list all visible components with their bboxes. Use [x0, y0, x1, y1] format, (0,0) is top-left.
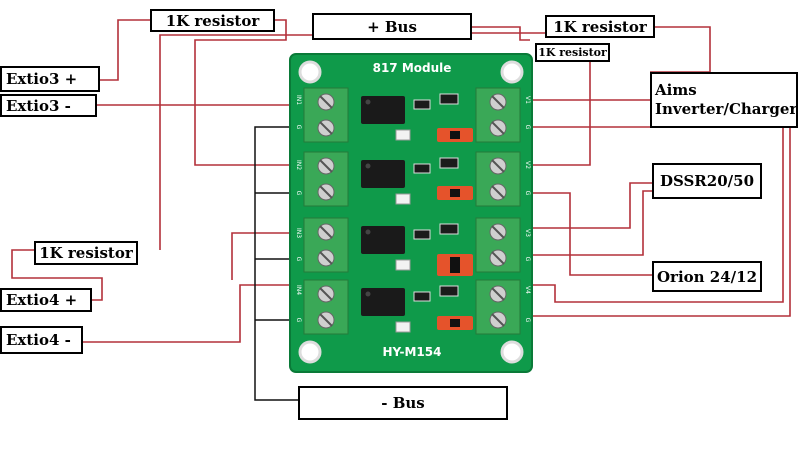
input-pin-label: G: [295, 257, 302, 262]
board-channels: [303, 87, 521, 335]
jumper-cap: [450, 319, 460, 327]
screw-slot: [319, 121, 333, 135]
chip-notch: [365, 99, 371, 105]
resistor-label-top-right: 1K resistor: [545, 15, 655, 38]
extio4-plus-label: Extio4 +: [0, 288, 92, 312]
smd-resistor: [439, 157, 459, 169]
input-pin-label: IN2: [295, 160, 302, 170]
wire-bus-plus-to-res-left: [159, 34, 312, 250]
smd-resistor: [413, 291, 431, 302]
smd-resistor: [439, 285, 459, 297]
resistor-label-small: 1K resistor: [535, 43, 610, 62]
extio3-plus-label: Extio3 +: [0, 66, 100, 92]
wire-v3-to-dssr: [520, 182, 652, 229]
wire-extio3-plus: [100, 19, 150, 81]
wire-res-left-to-extio4: [11, 249, 103, 301]
negative-bus-label: - Bus: [298, 386, 508, 420]
jumper-cap: [450, 257, 460, 273]
mounting-hole: [500, 340, 524, 364]
screw-slot: [319, 185, 333, 199]
output-pin-label: G: [524, 257, 531, 262]
output-pin-label: V2: [524, 161, 531, 169]
mounting-hole: [500, 60, 524, 84]
wire-res-top-left-to-in2: [194, 19, 300, 166]
screw-slot: [491, 95, 505, 109]
output-pin-label: V1: [524, 96, 531, 104]
screw-slot: [319, 313, 333, 327]
input-pin-label: IN1: [295, 95, 302, 105]
screw-slot: [491, 185, 505, 199]
smd-resistor: [439, 93, 459, 105]
output-pin-label: V3: [524, 229, 531, 237]
wire-ground-bus: [254, 126, 300, 401]
smd-led: [395, 193, 411, 205]
wire-g3-to-dssr: [520, 190, 652, 256]
input-pin-label: IN3: [295, 228, 302, 238]
screw-slot: [491, 251, 505, 265]
smd-resistor: [413, 163, 431, 174]
screw-slot: [491, 313, 505, 327]
wire-g2-to-orion: [520, 192, 652, 276]
wire-in3: [231, 232, 300, 280]
input-pin-label: IN4: [295, 285, 302, 295]
screw-slot: [491, 225, 505, 239]
chip-notch: [365, 291, 371, 297]
output-pin-label: V4: [524, 286, 531, 294]
output-pin-label: G: [524, 318, 531, 323]
smd-resistor: [413, 99, 431, 110]
jumper-cap: [450, 131, 460, 139]
board-model: HY-M154: [383, 345, 442, 359]
resistor-label-left: 1K resistor: [34, 241, 138, 265]
screw-slot: [319, 95, 333, 109]
resistor-label-top-left: 1K resistor: [150, 9, 275, 32]
aims-label-line2: Inverter/Charger: [655, 100, 798, 118]
screw-slot: [319, 287, 333, 301]
smd-led: [395, 259, 411, 271]
screw-slot: [491, 287, 505, 301]
smd-resistor: [413, 229, 431, 240]
jumper-cap: [450, 189, 460, 197]
smd-led: [395, 321, 411, 333]
screw-slot: [491, 159, 505, 173]
screw-slot: [319, 251, 333, 265]
board-title: 817 Module: [373, 61, 452, 75]
screw-slot: [319, 159, 333, 173]
optocoupler-chip: [361, 226, 405, 254]
wire-res-top-right-to-aims: [650, 26, 711, 73]
input-pin-label: G: [295, 318, 302, 323]
positive-bus-label: + Bus: [312, 13, 472, 40]
mounting-hole: [298, 340, 322, 364]
input-pin-label: G: [295, 191, 302, 196]
dssr-label: DSSR20/50: [652, 163, 762, 199]
aims-inverter-charger-label: Aims Inverter/Charger: [650, 72, 798, 128]
wire-in4-to-extio4-minus: [83, 284, 300, 343]
mounting-holes: [298, 60, 524, 364]
output-pin-label: G: [524, 191, 531, 196]
optocoupler-chip: [361, 96, 405, 124]
chip-notch: [365, 163, 371, 169]
mounting-hole: [298, 60, 322, 84]
extio3-minus-label: Extio3 -: [0, 94, 97, 117]
optocoupler-chip: [361, 288, 405, 316]
smd-resistor: [439, 223, 459, 235]
screw-slot: [491, 121, 505, 135]
screw-slot: [319, 225, 333, 239]
input-pin-label: G: [295, 125, 302, 130]
chip-notch: [365, 229, 371, 235]
extio4-minus-label: Extio4 -: [0, 326, 83, 354]
smd-led: [395, 129, 411, 141]
output-pin-label: G: [524, 125, 531, 130]
orion-label: Orion 24/12: [652, 261, 762, 292]
aims-label-line1: Aims: [655, 81, 697, 99]
optocoupler-chip: [361, 160, 405, 188]
